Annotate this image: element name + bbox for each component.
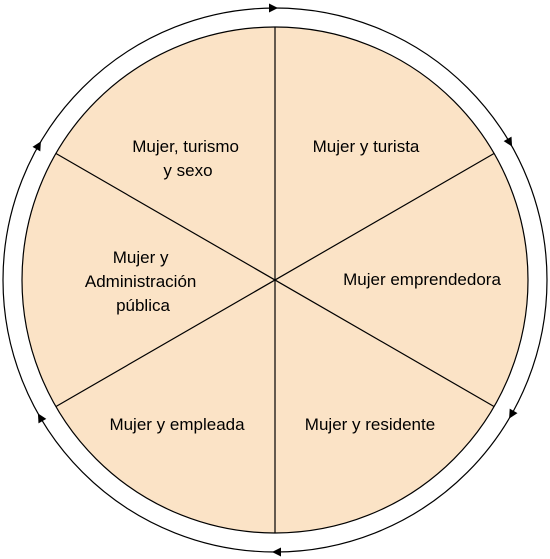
segment-label-empleada: Mujer y empleada: [109, 415, 245, 434]
cycle-arrows: [32, 3, 518, 557]
divider-line: [55, 152, 495, 408]
segment-label-administracion: Mujer y Administración pública: [85, 248, 201, 315]
segment-label-residente: Mujer y residente: [305, 415, 435, 434]
arrow-head-icon: [272, 547, 281, 557]
segment-label-turismo-sexo: Mujer, turismo y sexo: [132, 137, 243, 180]
arrow-head-icon: [509, 408, 518, 419]
segment-label-turista: Mujer y turista: [313, 137, 420, 156]
arrow-head-icon: [269, 3, 278, 13]
arrow-head-icon: [503, 136, 513, 147]
segment-dividers: [55, 27, 495, 533]
segment-label-emprendedora: Mujer emprendedora: [343, 270, 501, 289]
arrow-head-icon: [32, 141, 41, 152]
arrow-head-icon: [37, 413, 47, 424]
segment-labels: Mujer y turista Mujer emprendedora Mujer…: [85, 137, 502, 434]
